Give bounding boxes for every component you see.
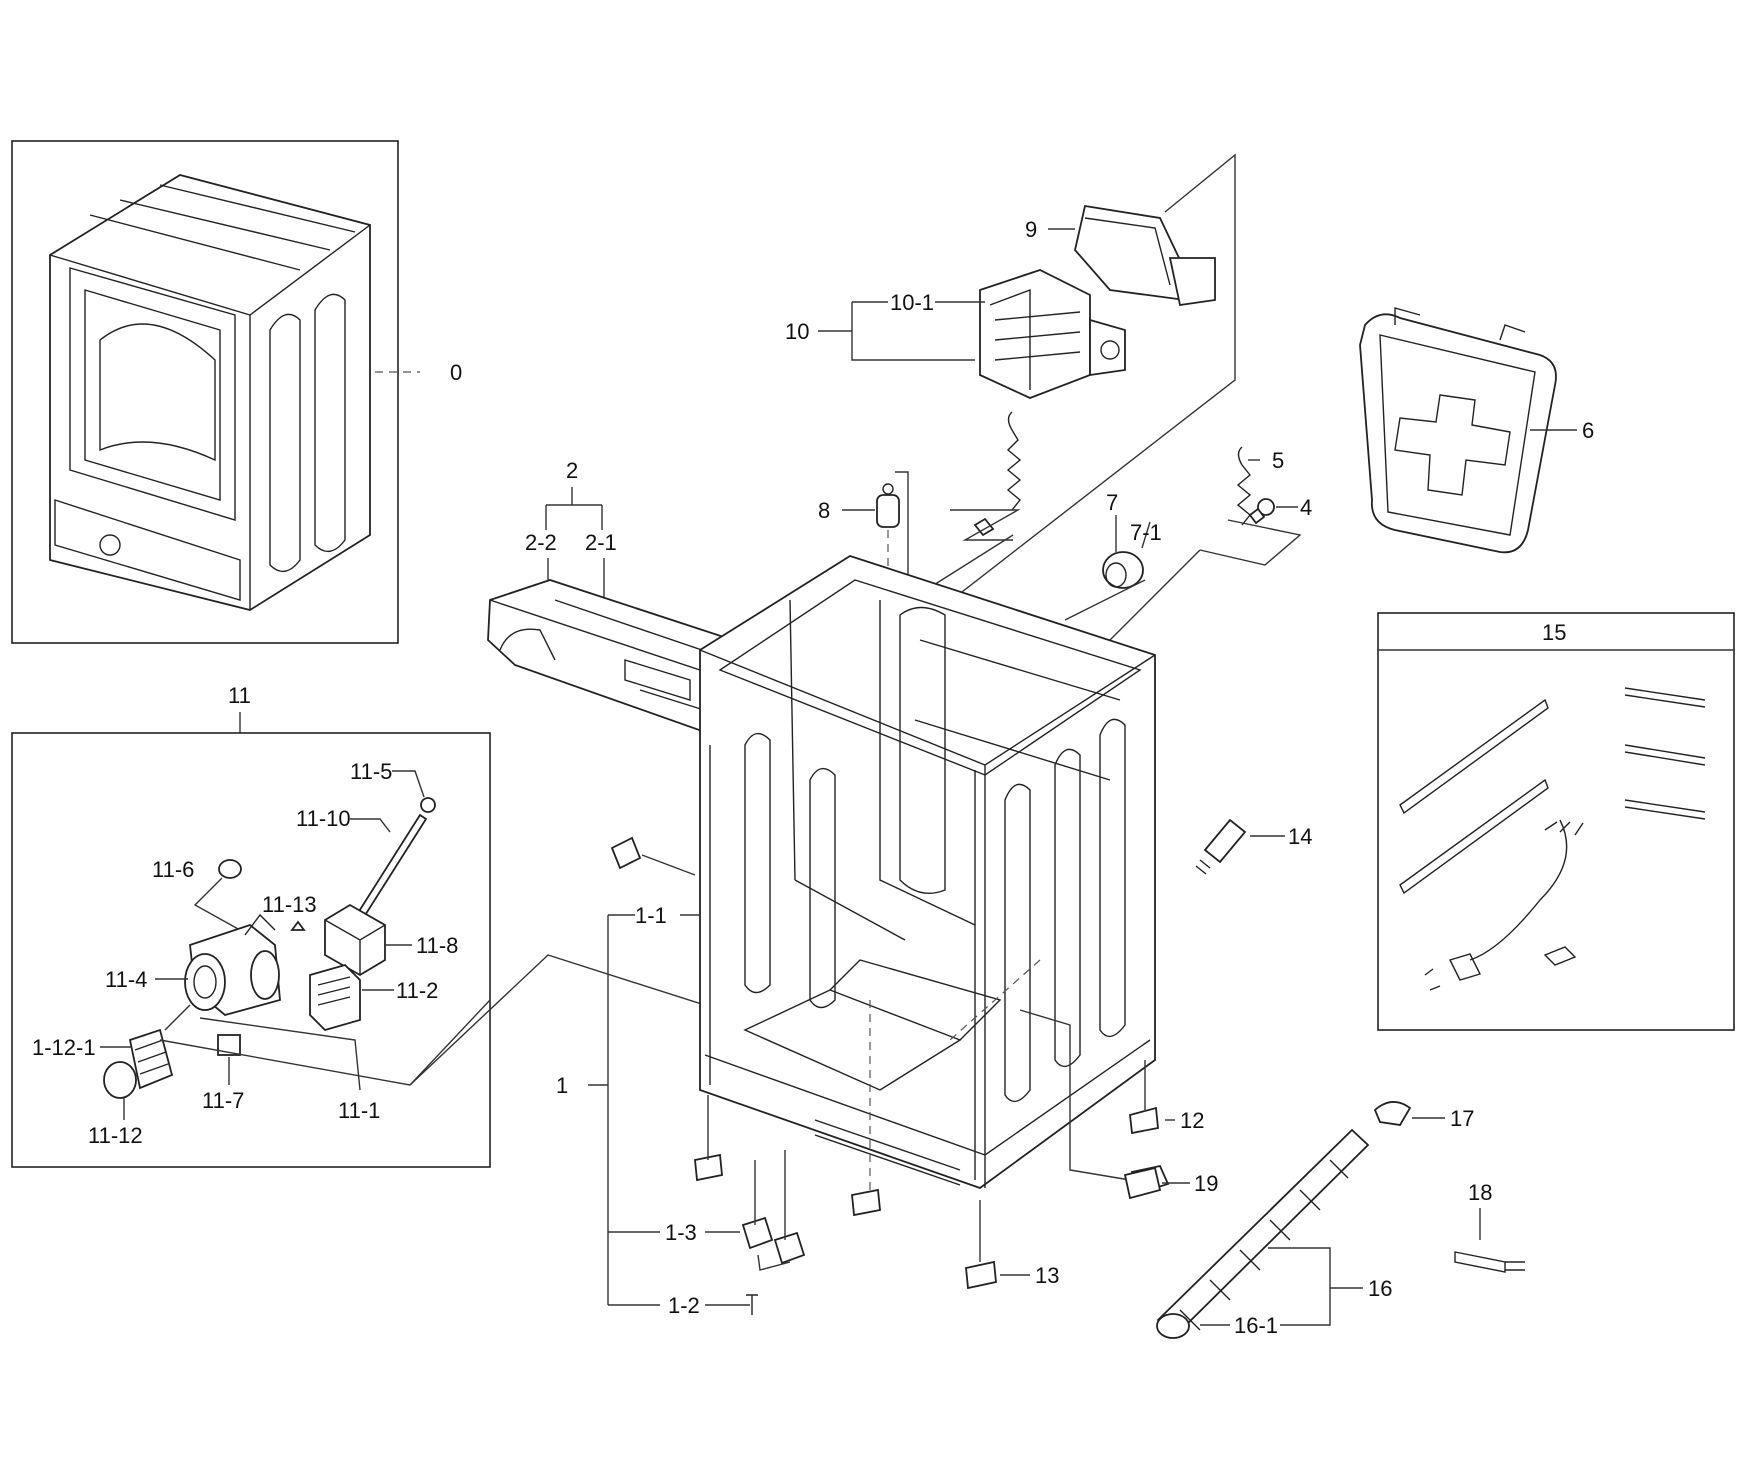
part-6: 6 (1359, 307, 1594, 554)
callout-2-1: 2-1 (585, 530, 617, 555)
callout-11-13: 11-13 (262, 892, 317, 917)
callout-11-5: 11-5 (350, 759, 392, 784)
callout-13: 13 (1035, 1263, 1059, 1288)
part-14: 14 (1195, 818, 1312, 875)
part-group-upper: 9 10-1 10 (785, 153, 1236, 676)
callout-11: 11 (228, 683, 251, 708)
callout-10: 10 (785, 319, 809, 344)
callout-2-2: 2-2 (525, 530, 557, 555)
callout-1-3: 1-3 (665, 1220, 697, 1245)
callout-5: 5 (1272, 448, 1284, 473)
callout-17: 17 (1450, 1106, 1474, 1131)
callout-1-2: 1-2 (668, 1293, 700, 1318)
callout-11-6: 11-6 (152, 857, 194, 882)
callout-4: 4 (1300, 495, 1312, 520)
part-1-leaders: 1-1 1 1-3 1-2 (556, 903, 806, 1318)
callout-11-1: 11-1 (338, 1098, 380, 1123)
callout-11-10: 11-10 (296, 806, 351, 831)
callout-16: 16 (1368, 1276, 1392, 1301)
callout-11-2: 11-2 (396, 978, 438, 1003)
callout-19: 19 (1194, 1171, 1218, 1196)
callout-11-8: 11-8 (416, 933, 458, 958)
callout-11-7: 11-7 (202, 1088, 244, 1113)
callout-9: 9 (1025, 217, 1037, 242)
callout-1: 1 (556, 1073, 568, 1098)
callout-2: 2 (566, 458, 578, 483)
callout-12: 12 (1180, 1108, 1204, 1133)
callout-8: 8 (818, 498, 830, 523)
callout-10-1: 10-1 (890, 290, 934, 315)
callout-18: 18 (1468, 1180, 1492, 1205)
callout-16-1: 16-1 (1234, 1313, 1278, 1338)
part-group-feet: 12 13 19 (694, 1060, 1218, 1290)
assembly-box-11: 11 11-5 11-10 11-6 11-13 11-4 11-8 (11, 683, 831, 1168)
callout-11-4: 11-4 (105, 967, 147, 992)
assembly-box-0: 0 (11, 140, 462, 644)
callout-7: 7 (1106, 490, 1118, 515)
callout-11-12: 11-12 (88, 1123, 143, 1148)
part-group-drain: 16-1 16 17 18 (1156, 1101, 1525, 1339)
part-group-mid: 8 5 4 7 7-1 (818, 411, 1312, 790)
callout-14: 14 (1288, 824, 1312, 849)
callout-0: 0 (450, 360, 462, 385)
callout-1-12-1: 1-12-1 (32, 1035, 96, 1060)
callout-1-1: 1-1 (635, 903, 667, 928)
callout-15: 15 (1542, 620, 1566, 645)
callout-6: 6 (1582, 418, 1594, 443)
callout-7-1: 7-1 (1130, 520, 1162, 545)
assembly-box-15: 15 (1377, 612, 1735, 1031)
